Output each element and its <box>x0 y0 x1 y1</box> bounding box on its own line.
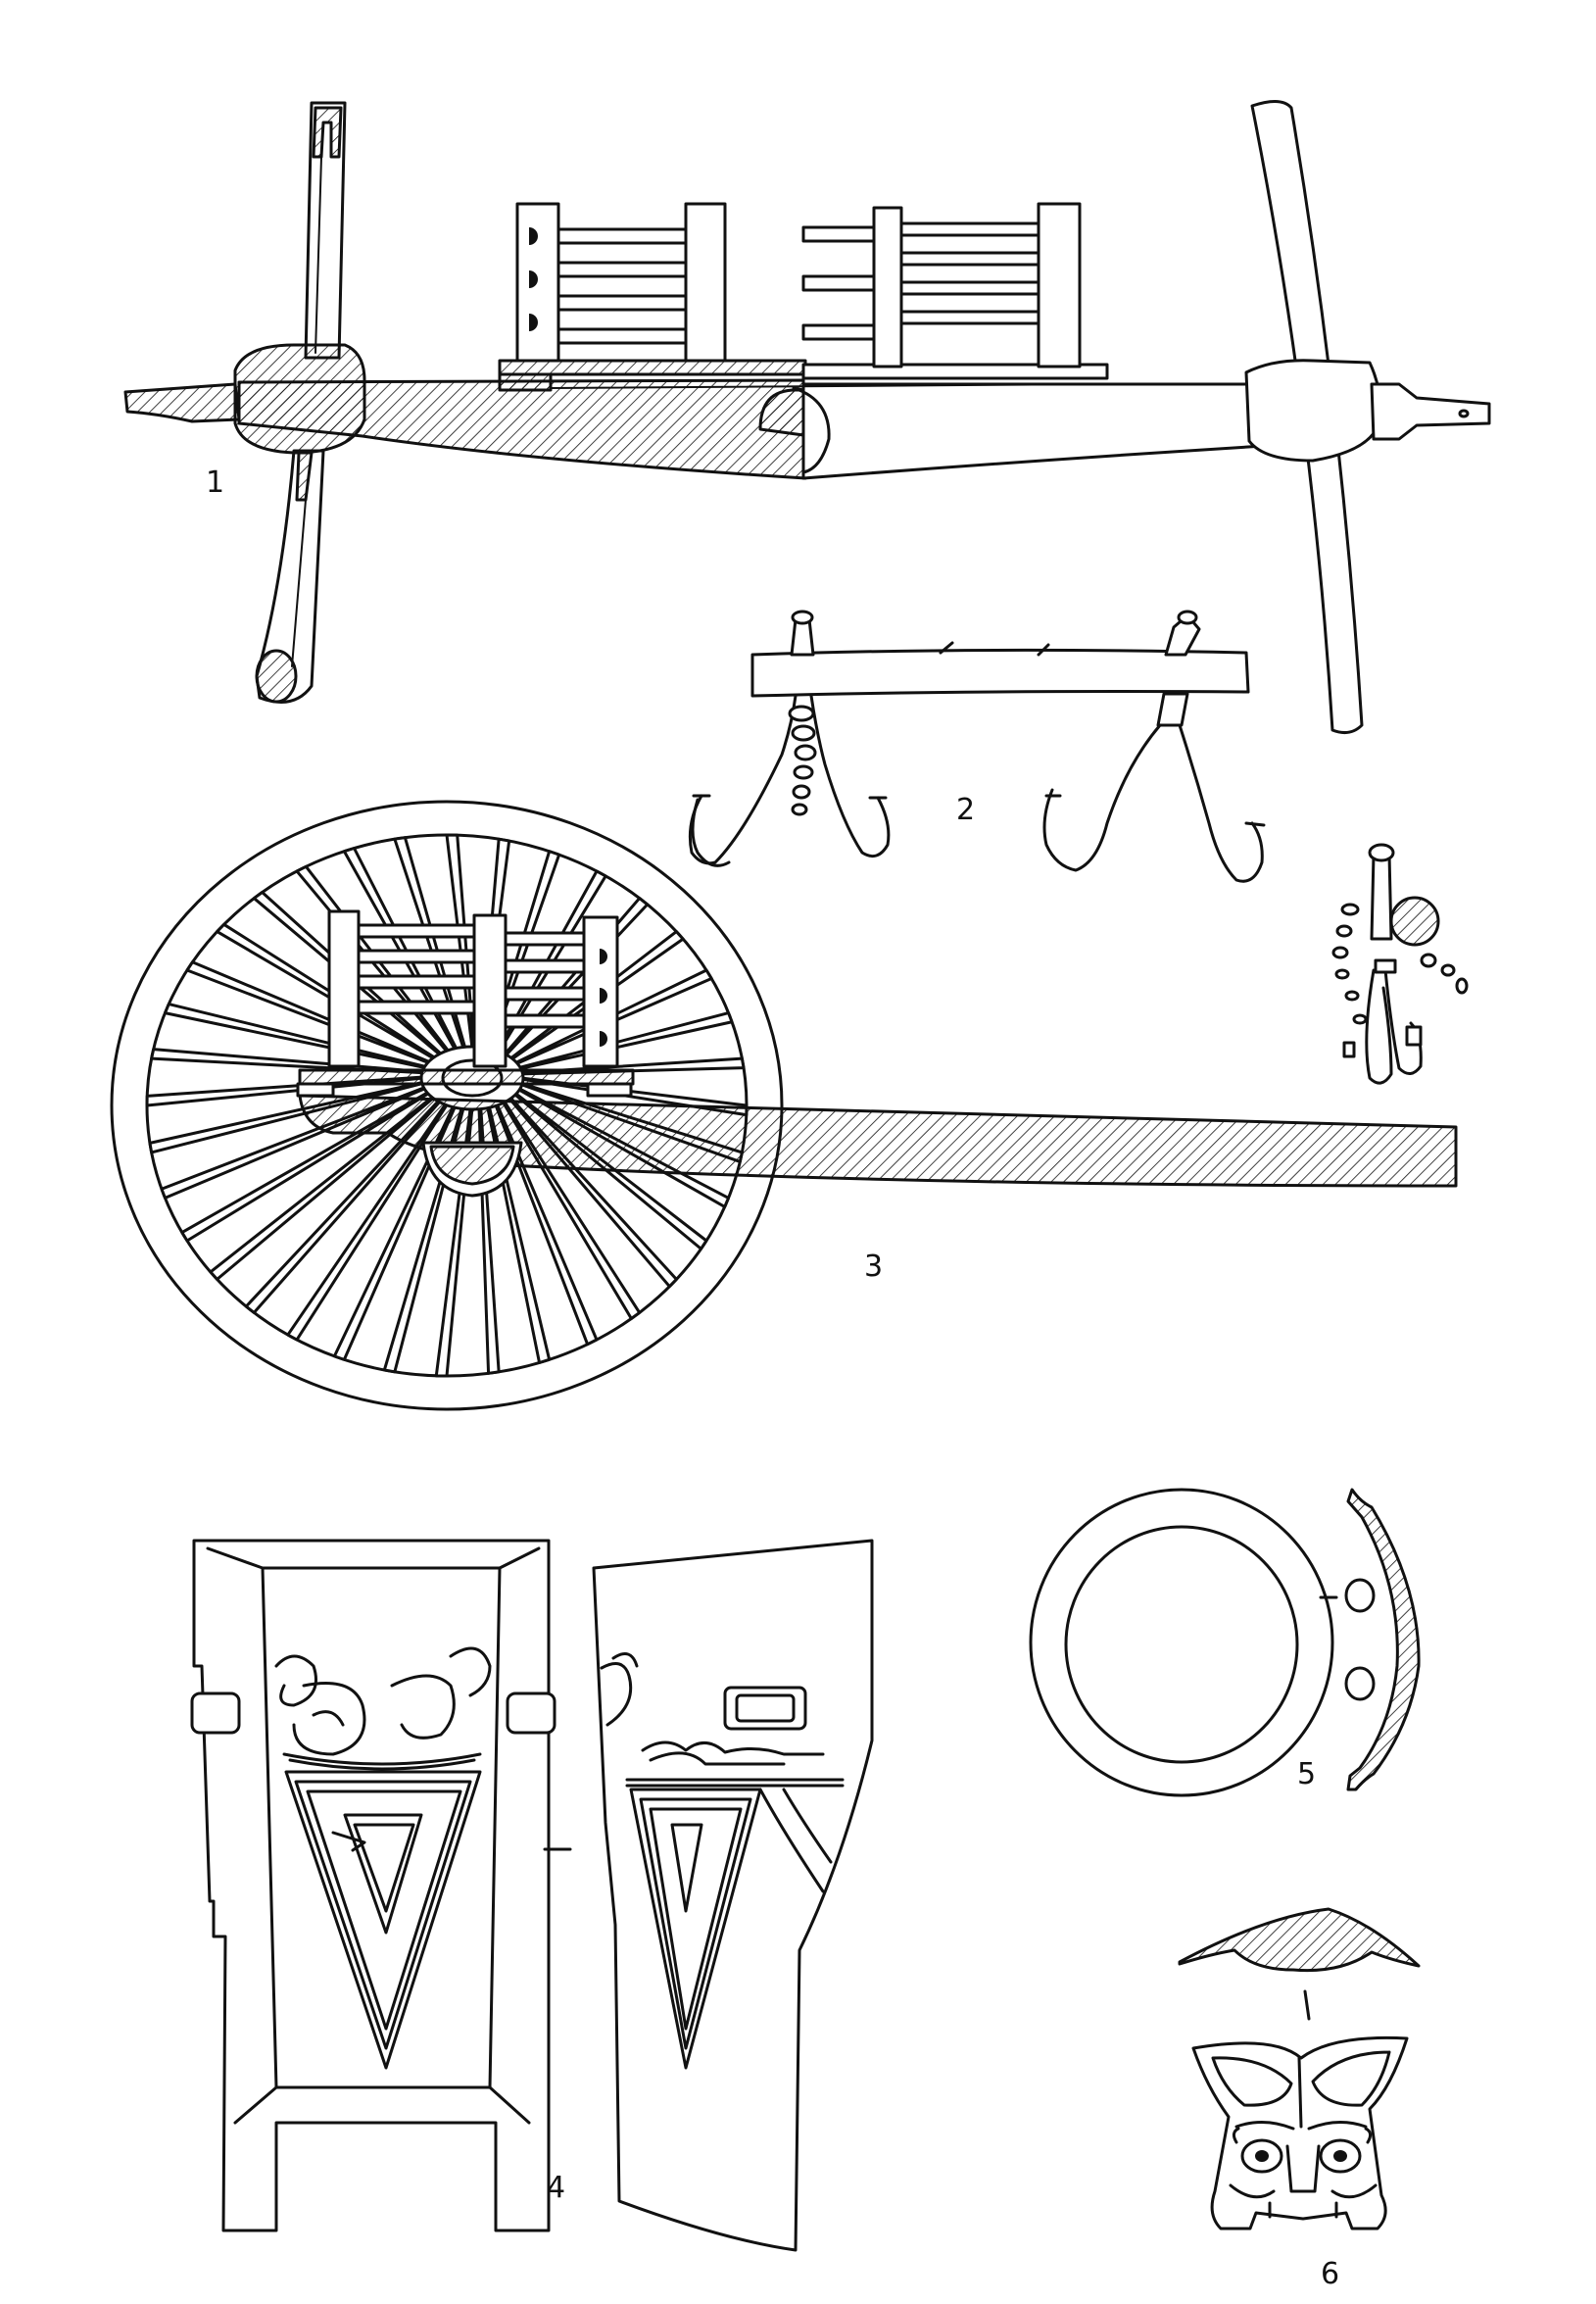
fig2-right-yoke-saddle <box>1042 610 1266 883</box>
fig1-label: 1 <box>206 466 224 500</box>
fig1-pole <box>801 382 1266 480</box>
fig2-yoke-bar <box>750 648 1250 698</box>
fig3-floor <box>298 1068 635 1086</box>
figure-5-round-disc: 5 <box>1029 1488 1421 1797</box>
fig3-pole <box>298 1094 1458 1188</box>
fig1-pole-section <box>237 378 807 480</box>
fig4-side-view <box>592 1539 874 2252</box>
figure-4-bronze-fitting: 4 <box>190 1539 874 2252</box>
fig5-disc-outer <box>1029 1488 1334 1797</box>
fig2-left-yoke-saddle <box>688 610 891 867</box>
fig1-right-hub <box>1244 359 1382 463</box>
figure-2-yoke: 2 <box>688 610 1266 883</box>
fig1-axle-end <box>123 382 241 423</box>
fig5-label: 5 <box>1297 1757 1316 1791</box>
figure-1-chariot-section: 1 <box>123 100 1491 735</box>
fig1-left-wheel <box>255 101 347 704</box>
fig1-floor-section <box>498 359 807 376</box>
fig2-label: 2 <box>956 793 975 827</box>
fig5-disc-inner <box>1064 1525 1299 1764</box>
figure-6-bronze-mask: 6 <box>1178 1907 1421 2291</box>
fig4-front-view <box>190 1539 556 2232</box>
figure-3-chariot-side-view: 3 <box>110 800 1469 1411</box>
fig1-left-railing <box>515 202 727 363</box>
fig3-railing <box>327 909 619 1068</box>
fig1-right-axle <box>1370 382 1491 441</box>
fig5-disc-profile <box>1346 1488 1421 1791</box>
fig1-right-railing <box>801 202 1082 368</box>
fig3-yoke-saddle-detail <box>1331 843 1469 1085</box>
fig6-label: 6 <box>1321 2257 1339 2291</box>
fig3-label: 3 <box>864 1250 883 1284</box>
fig6-mask-ornament <box>1191 2035 1409 2230</box>
fig4-label: 4 <box>547 2171 565 2205</box>
fig6-profile <box>1178 1907 1421 1973</box>
